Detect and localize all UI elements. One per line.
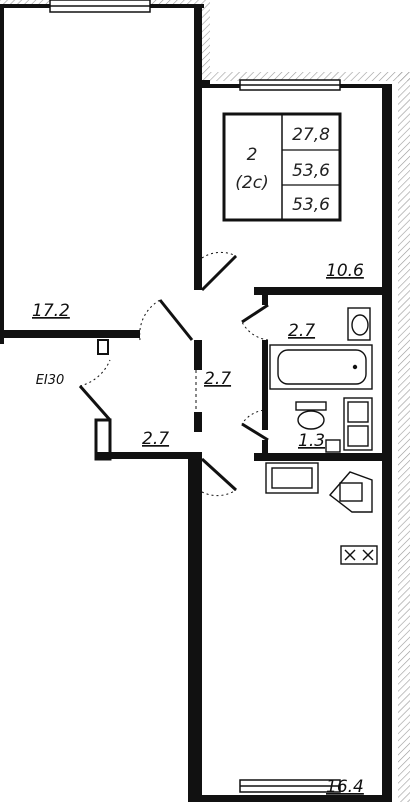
rooms-code: (2с) <box>235 173 268 193</box>
toilet <box>295 401 327 411</box>
washer <box>343 397 373 451</box>
hall-area: 2.7 <box>204 369 231 389</box>
door-fire-rating: EI30 <box>36 373 65 388</box>
area-summary-box: 2 (2с) 27,8 53,6 53,6 <box>222 112 342 222</box>
fixtures <box>265 307 378 565</box>
doors <box>78 251 269 497</box>
sink <box>347 307 371 341</box>
bathtub <box>269 344 373 390</box>
total-area-2: 53,6 <box>292 195 330 215</box>
bathroom-area: 2.7 <box>288 321 315 341</box>
living-area: 27,8 <box>292 125 330 145</box>
total-area: 53,6 <box>292 161 330 181</box>
wc-area: 1.3 <box>298 431 325 451</box>
room-labels: 17.2 10.6 2.7 2.7 2.7 1.3 16.4 EI30 <box>32 261 364 797</box>
room2-area: 16.4 <box>326 777 364 797</box>
kitchen-cabinet <box>265 462 319 494</box>
kitchen-sink <box>328 471 373 513</box>
kitchen-area: 10.6 <box>326 261 364 281</box>
windows <box>49 0 341 793</box>
corridor-area: 2.7 <box>142 429 169 449</box>
room1-area: 17.2 <box>32 301 70 321</box>
rooms-count: 2 <box>247 145 258 165</box>
stove <box>340 545 378 565</box>
